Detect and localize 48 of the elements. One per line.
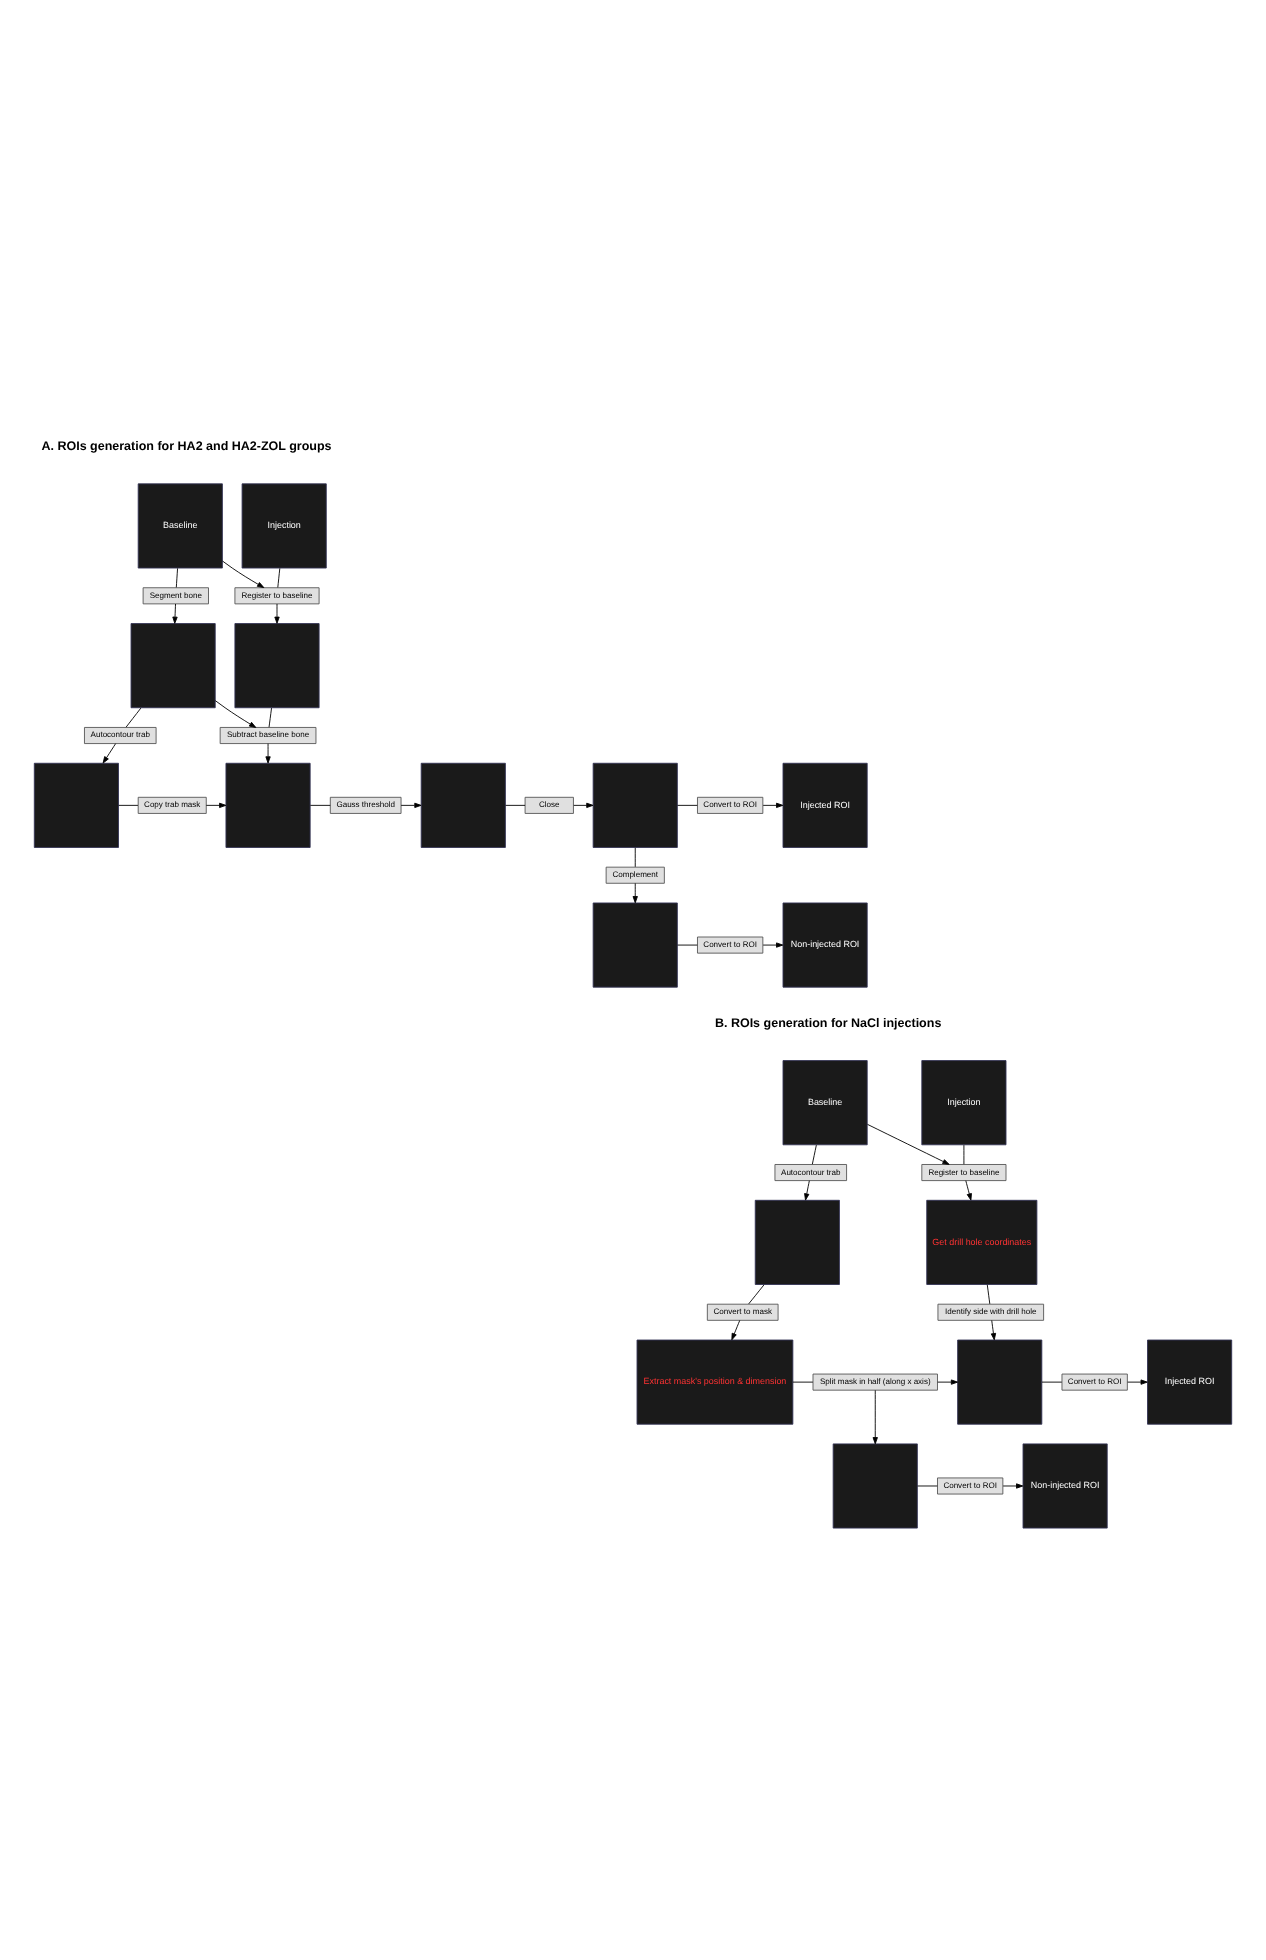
arrow — [102, 743, 117, 764]
node-box — [832, 1443, 918, 1529]
node-box — [957, 1339, 1043, 1425]
connector — [175, 567, 178, 588]
node-box — [130, 623, 216, 709]
connector — [748, 1284, 765, 1305]
connector — [268, 707, 272, 728]
arrow — [965, 1180, 972, 1201]
connector — [986, 1284, 991, 1305]
arrow — [804, 1180, 810, 1201]
connector — [792, 1381, 814, 1383]
arrow — [990, 1320, 997, 1341]
connector — [118, 804, 139, 806]
arrow — [731, 1320, 741, 1341]
arrow — [573, 802, 594, 808]
node-box — [234, 623, 320, 709]
node-box — [754, 1199, 840, 1285]
arrow — [632, 882, 638, 904]
node-box — [420, 762, 506, 848]
arrow — [205, 802, 227, 808]
arrow — [214, 700, 257, 728]
arrow — [222, 560, 265, 589]
arrow — [172, 603, 178, 624]
arrow — [274, 603, 280, 624]
node-box — [592, 762, 678, 848]
connector — [309, 804, 331, 806]
node-box — [225, 762, 311, 848]
connector — [634, 847, 636, 868]
connector — [917, 1485, 938, 1487]
connector — [1041, 1381, 1063, 1383]
node-box — [592, 902, 678, 988]
arrow — [867, 1123, 950, 1165]
connector — [125, 707, 142, 728]
connector — [277, 567, 281, 588]
connector — [677, 944, 698, 946]
arrow — [1002, 1483, 1024, 1489]
arrow — [265, 743, 271, 764]
arrow — [762, 802, 784, 808]
connector — [963, 1144, 965, 1165]
connector — [505, 804, 526, 806]
arrow — [872, 1389, 878, 1445]
arrow — [762, 942, 784, 948]
arrow — [937, 1379, 959, 1385]
arrow — [1127, 1379, 1148, 1385]
node-box — [33, 762, 119, 848]
arrow — [400, 802, 422, 808]
connector — [811, 1144, 817, 1165]
connector — [677, 804, 698, 806]
